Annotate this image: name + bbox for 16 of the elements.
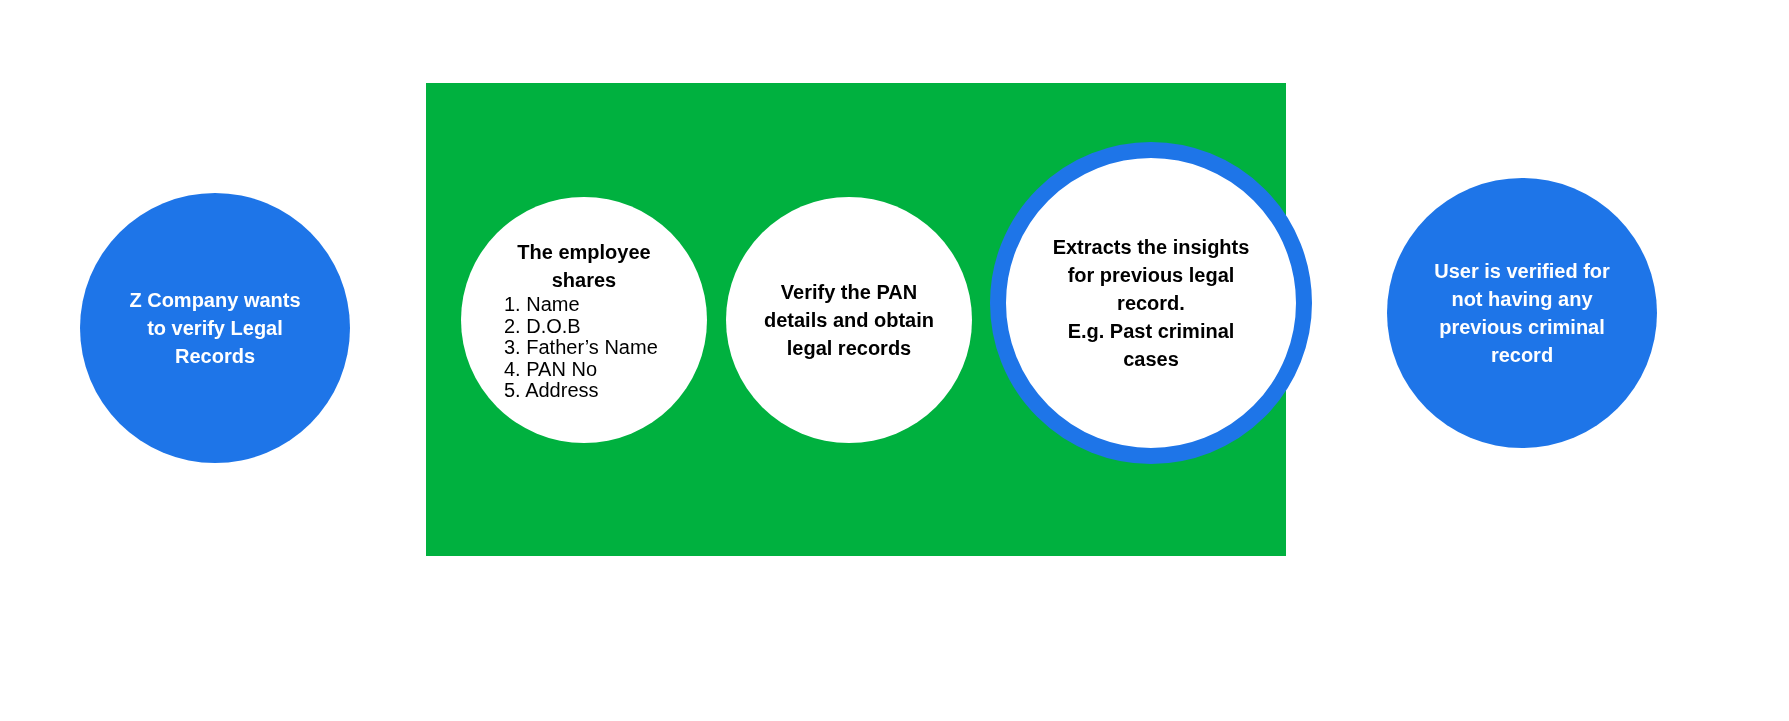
step-text: E.g. Past criminal cases bbox=[1066, 319, 1236, 372]
step-circle bbox=[461, 197, 707, 443]
list-item: 1. Name bbox=[504, 294, 580, 316]
step-circle bbox=[1387, 178, 1657, 448]
step-text: User is verified for not having any previous criminal record bbox=[1433, 259, 1611, 368]
step-text: Extracts the insights for previous legal record. bbox=[1051, 235, 1251, 316]
list-item: 4. PAN No bbox=[504, 358, 597, 381]
ringed-step-circle bbox=[990, 142, 1312, 464]
list-item: 2. D.O.B bbox=[504, 315, 581, 338]
step-circle bbox=[80, 193, 350, 463]
step-circle bbox=[726, 197, 972, 443]
list-item: 3. Father’s Name bbox=[504, 337, 658, 359]
step-text: Verify the PAN details and obtain legal records bbox=[763, 280, 935, 361]
step-text: Z Company wants to verify Legal Records bbox=[128, 288, 302, 369]
list-item: 5. Address bbox=[504, 380, 599, 402]
step-heading: The employee shares bbox=[516, 240, 652, 294]
